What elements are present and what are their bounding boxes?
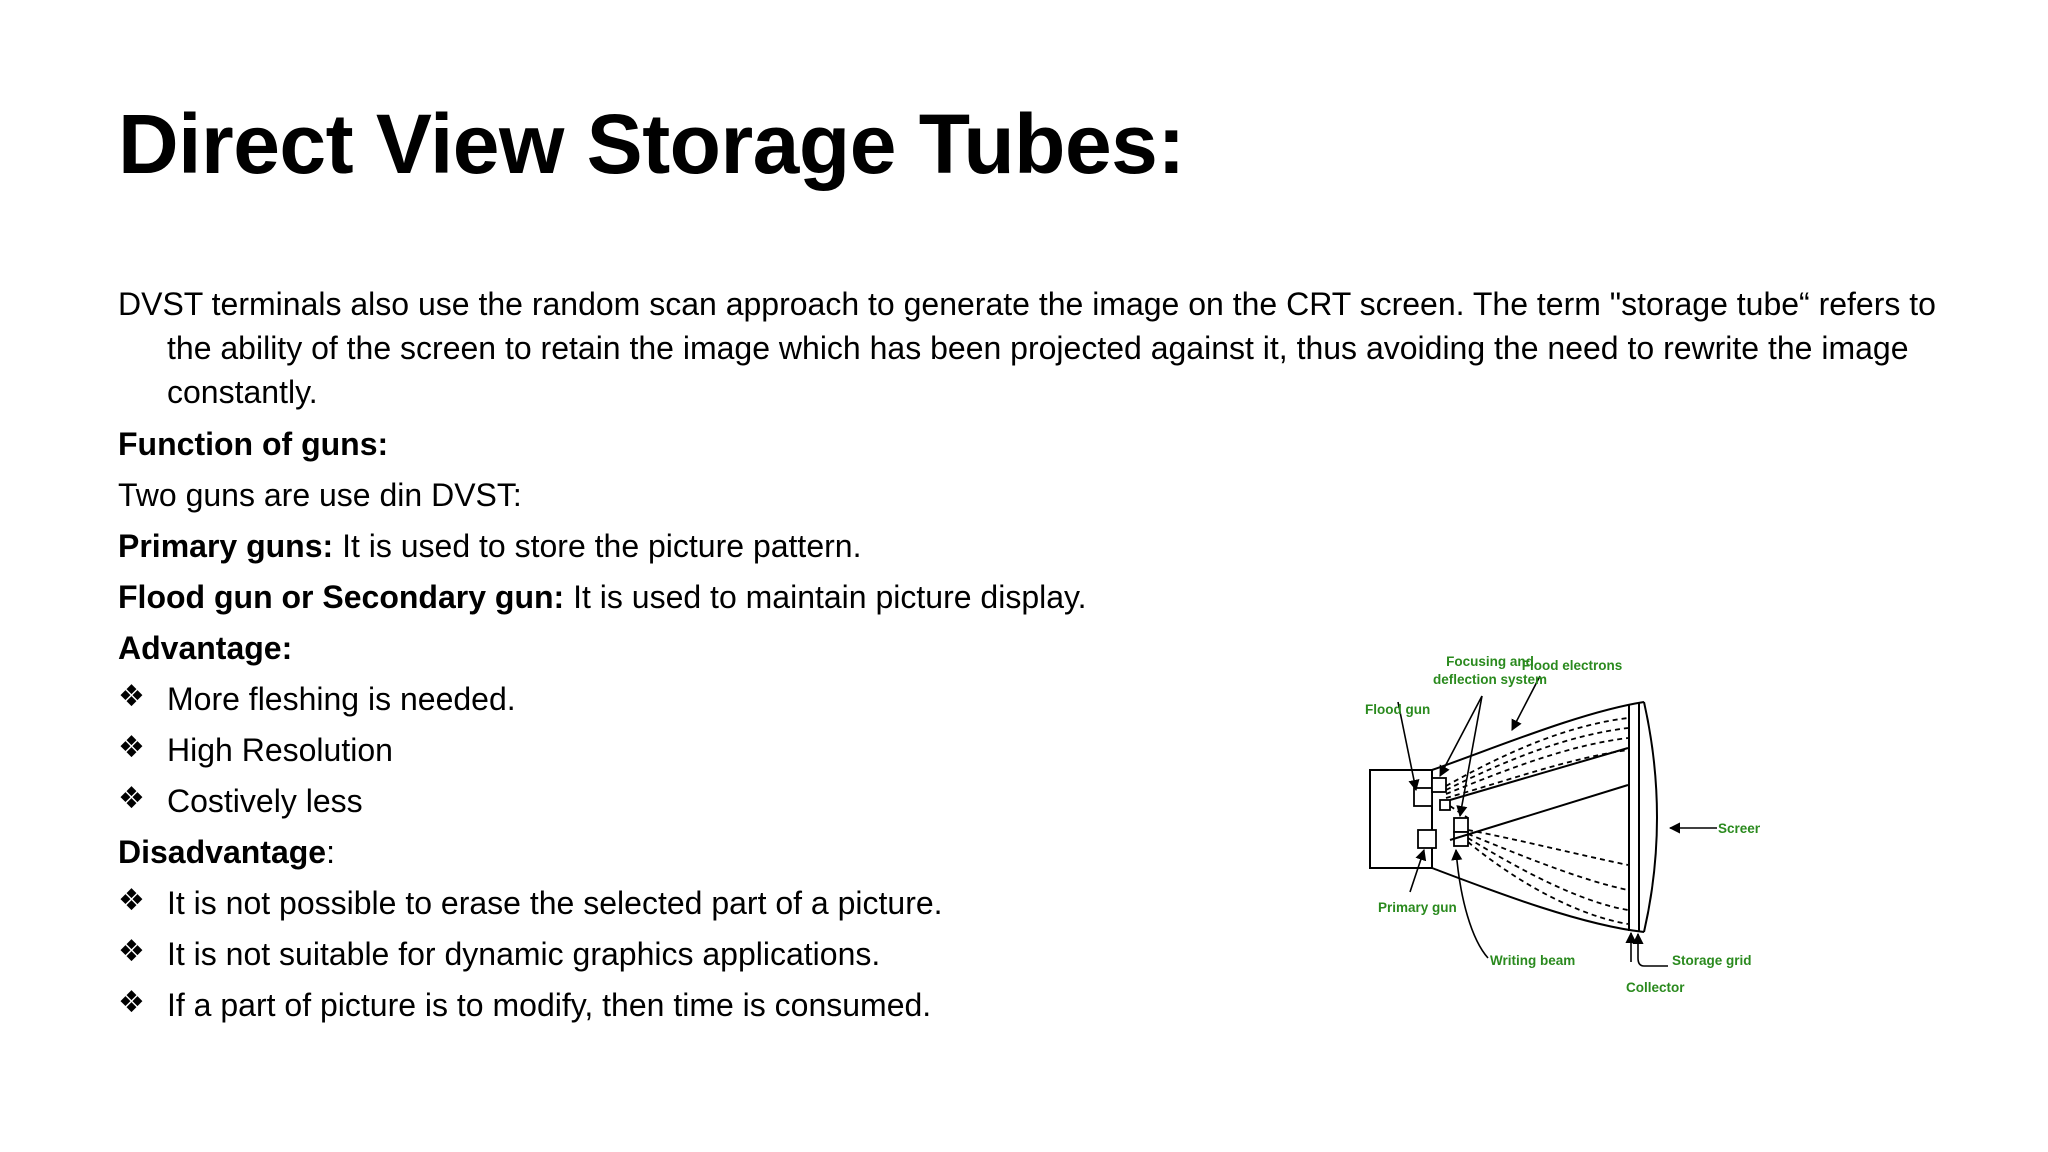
disadvantage-heading: Disadvantage xyxy=(118,834,327,870)
disadvantage-text: It is not possible to erase the selected… xyxy=(167,885,943,921)
tube-outline xyxy=(1369,701,1658,933)
advantage-text: Costively less xyxy=(167,783,363,819)
advantage-heading: Advantage: xyxy=(118,630,293,666)
diamond-bullet-icon: ❖ xyxy=(118,782,145,815)
dvst-diagram: Focusing and deflection system Flood ele… xyxy=(1365,654,1760,995)
primary-gun-line: Primary guns: It is used to store the pi… xyxy=(118,524,1948,568)
diamond-bullet-icon: ❖ xyxy=(118,680,145,713)
flood-gun-label: Flood gun or Secondary gun: xyxy=(118,579,565,615)
primary-gun-diagram-label: Primary gun xyxy=(1378,900,1457,915)
writing-beam-lines xyxy=(1449,747,1629,841)
screen-label: Screen xyxy=(1718,821,1760,836)
advantage-item: ❖ Costively less xyxy=(118,779,1948,823)
slide-title: Direct View Storage Tubes: xyxy=(118,97,1185,191)
label-arrows xyxy=(1397,675,1717,967)
advantage-text: High Resolution xyxy=(167,732,393,768)
guns-intro: Two guns are use din DVST: xyxy=(118,477,522,513)
collector-label: Collector xyxy=(1626,980,1685,995)
disadvantage-text: If a part of picture is to modify, then … xyxy=(167,987,932,1023)
writing-beam-label: Writing beam xyxy=(1490,953,1575,968)
disadvantage-colon: : xyxy=(326,834,335,870)
advantage-item: ❖ High Resolution xyxy=(118,728,1948,772)
function-heading: Function of guns: xyxy=(118,426,389,462)
advantage-text: More fleshing is needed. xyxy=(167,681,516,717)
primary-gun-text: It is used to store the picture pattern. xyxy=(333,528,862,564)
disadvantage-text: It is not suitable for dynamic graphics … xyxy=(167,936,881,972)
disadvantage-item: ❖ If a part of picture is to modify, the… xyxy=(118,983,1948,1027)
flood-electron-lines xyxy=(1445,717,1629,925)
disadvantage-item: ❖ It is not suitable for dynamic graphic… xyxy=(118,932,1948,976)
primary-gun-label: Primary guns: xyxy=(118,528,334,564)
flood-gun-text: It is used to maintain picture display. xyxy=(564,579,1087,615)
disadvantage-heading-line: Disadvantage: xyxy=(118,830,1948,874)
storage-grid-label: Storage grid xyxy=(1672,953,1752,968)
focusing-label-line1: Focusing and xyxy=(1446,654,1534,669)
intro-paragraph: DVST terminals also use the random scan … xyxy=(118,286,1936,410)
electron-guns xyxy=(1413,777,1469,849)
diamond-bullet-icon: ❖ xyxy=(118,884,145,917)
flood-electrons-label: Flood electrons xyxy=(1522,658,1623,673)
diamond-bullet-icon: ❖ xyxy=(118,731,145,764)
flood-gun-line: Flood gun or Secondary gun: It is used t… xyxy=(118,575,1948,619)
slide-body: DVST terminals also use the random scan … xyxy=(118,282,1948,1034)
advantage-item: ❖ More fleshing is needed. xyxy=(118,677,1948,721)
diamond-bullet-icon: ❖ xyxy=(118,986,145,1019)
focusing-label-line2: deflection system xyxy=(1433,672,1547,687)
diamond-bullet-icon: ❖ xyxy=(118,935,145,968)
flood-gun-label: Flood gun xyxy=(1365,702,1430,717)
disadvantage-item: ❖ It is not possible to erase the select… xyxy=(118,881,1948,925)
